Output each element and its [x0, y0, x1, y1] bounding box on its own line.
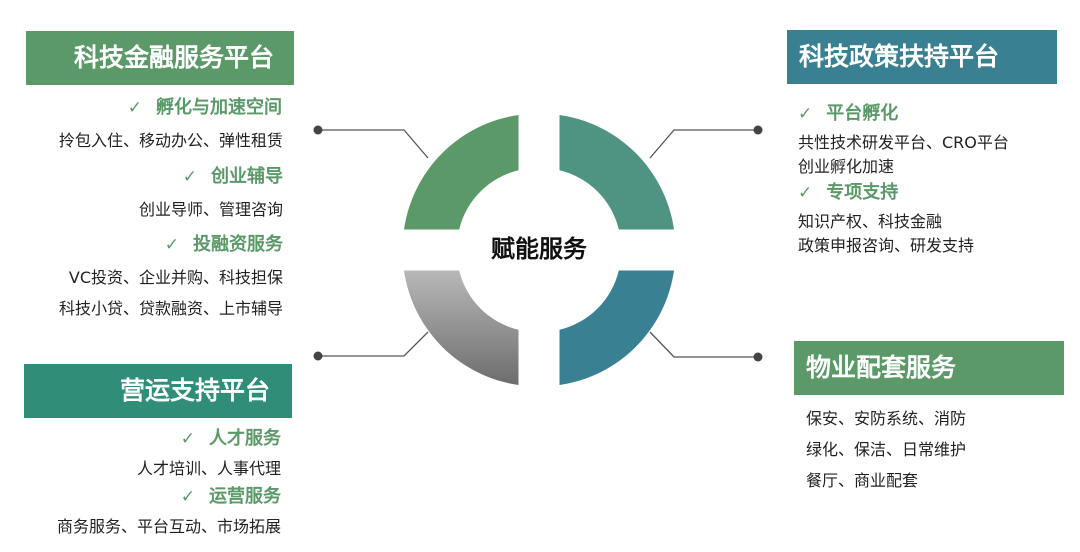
- top-left-line-1: 拎包入住、移动办公、弹性租赁: [58, 131, 283, 150]
- connector-top-left: [318, 129, 429, 159]
- check-icon: ✓: [164, 235, 179, 255]
- top-right-heading-2: ✓专项支持: [798, 182, 899, 203]
- quadrant-top-right: [559, 115, 674, 230]
- check-icon: ✓: [180, 487, 195, 507]
- connector-top-right: [649, 129, 758, 159]
- connector-dot-bottom-left: [313, 351, 323, 361]
- bottom-left-line-1: 人才培训、人事代理: [136, 459, 281, 478]
- bottom-left-heading-2: ✓运营服务: [180, 486, 281, 507]
- top-right-line-2: 创业孵化加速: [798, 157, 895, 176]
- top-right-line-4: 政策申报咨询、研发支持: [798, 236, 975, 255]
- bottom-left-line-2: 商务服务、平台互动、市场拓展: [56, 517, 281, 536]
- center-label: 赋能服务: [491, 235, 587, 263]
- check-icon: ✓: [180, 429, 195, 449]
- bottom-right-line-3: 餐厅、商业配套: [806, 471, 919, 490]
- top-left-line-4: 科技小贷、贷款融资、上市辅导: [58, 299, 283, 318]
- quadrant-bottom-right: [559, 270, 674, 385]
- check-icon: ✓: [182, 167, 197, 187]
- top-right-heading-1: ✓平台孵化: [798, 103, 899, 124]
- check-icon: ✓: [798, 104, 813, 124]
- bottom-right-title-banner: 物业配套服务: [794, 341, 1064, 395]
- quadrant-top-left: [404, 115, 519, 230]
- top-right-line-1: 共性技术研发平台、CRO平台: [798, 133, 1009, 152]
- top-left-heading-3: ✓投融资服务: [164, 234, 283, 255]
- connector-dot-top-right: [753, 125, 763, 135]
- top-right-title-banner: 科技政策扶持平台: [787, 30, 1057, 84]
- connector-dot-bottom-right: [753, 352, 763, 362]
- top-left-title-banner: 科技金融服务平台: [26, 31, 294, 85]
- top-left-heading-2: ✓创业辅导: [182, 166, 283, 187]
- top-left-heading-1: ✓孵化与加速空间: [127, 97, 282, 118]
- check-icon: ✓: [798, 183, 813, 203]
- bottom-right-line-2: 绿化、保洁、日常维护: [806, 440, 967, 459]
- bottom-left-heading-1: ✓人才服务: [180, 428, 281, 449]
- bottom-left-title-banner: 营运支持平台: [24, 364, 292, 418]
- top-right-line-3: 知识产权、科技金融: [798, 212, 943, 231]
- connector-bottom-right: [649, 331, 758, 358]
- check-icon: ✓: [127, 98, 142, 118]
- bottom-right-line-1: 保安、安防系统、消防: [806, 409, 967, 428]
- connector-dot-top-left: [313, 125, 323, 135]
- quadrant-bottom-left: [404, 270, 519, 385]
- top-left-line-3: VC投资、企业并购、科技担保: [68, 268, 283, 287]
- connector-bottom-left: [318, 331, 429, 357]
- top-left-line-2: 创业导师、管理咨询: [138, 200, 283, 219]
